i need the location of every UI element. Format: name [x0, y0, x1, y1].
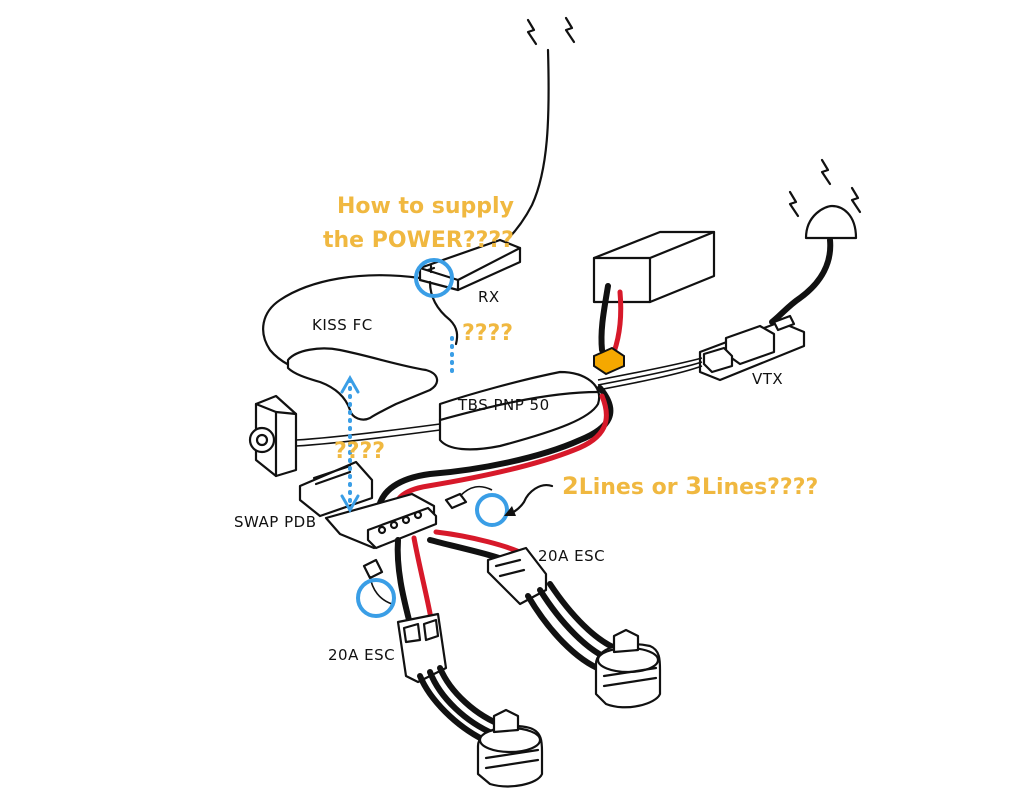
rx-module [418, 238, 522, 292]
power-question-line1: How to supply [337, 194, 514, 219]
esc-left-label: 20A ESC [328, 646, 395, 664]
tbs-pnp-label: TBS PNP 50 [457, 396, 550, 414]
battery [592, 230, 716, 304]
question-fc-pdb: ???? [334, 439, 385, 464]
lines-question: 2Lines or 3Lines???? [562, 472, 818, 500]
highlight-circle-esc-signal [475, 493, 509, 527]
highlight-circle-rx [414, 258, 454, 298]
lines-end: Lines???? [702, 475, 818, 500]
xt60-connector [593, 346, 625, 376]
lines-num-two: 2 [562, 472, 579, 500]
kiss-fc-label: KISS FC [312, 316, 373, 334]
power-question-line2: the POWER???? [323, 228, 514, 253]
esc-left [394, 535, 507, 743]
esc-right-label: 20A ESC [538, 547, 605, 565]
kiss-fc [262, 274, 439, 421]
camera [248, 394, 441, 478]
tbs-pnp-50 [438, 370, 601, 451]
lines-mid: Lines or [579, 475, 686, 500]
swap-pdb-label: SWAP PDB [234, 513, 317, 531]
vtx-board [698, 314, 806, 382]
vtx-label: VTX [752, 370, 783, 388]
rx-label: RX [478, 288, 500, 306]
question-rx-fc: ???? [462, 321, 513, 346]
motor-right [594, 628, 662, 709]
vtx-antenna [769, 158, 862, 325]
lines-num-three: 3 [685, 472, 702, 500]
motor-left [476, 708, 544, 788]
highlight-circle-esc-left [356, 578, 396, 618]
